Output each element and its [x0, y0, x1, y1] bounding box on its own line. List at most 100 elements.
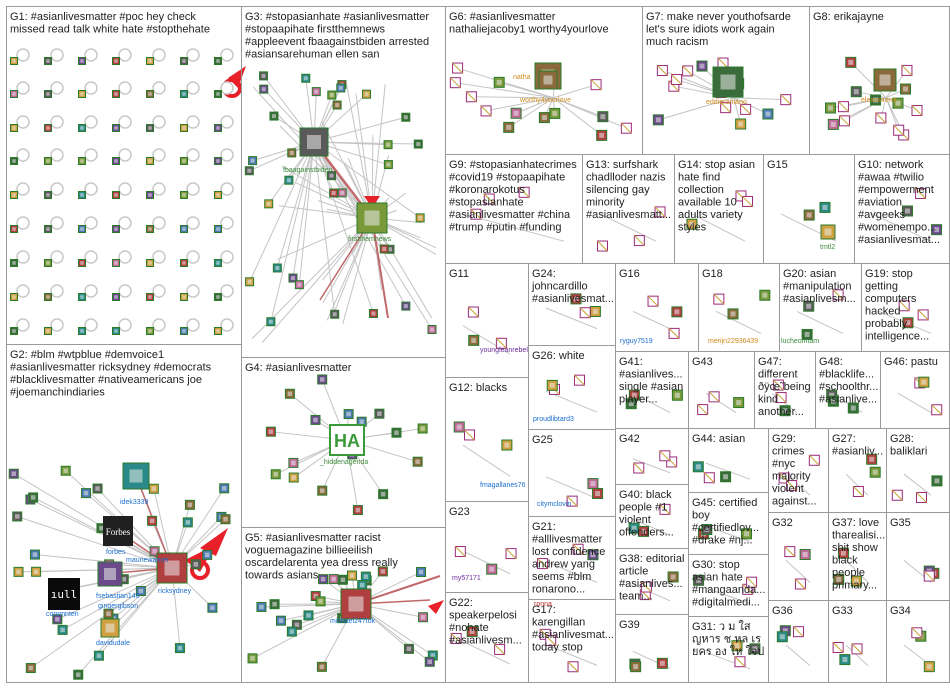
vertex-avatar — [468, 334, 480, 346]
vertex-avatar — [701, 524, 713, 536]
vertex-avatar — [374, 408, 385, 419]
self-loop-vertex — [220, 216, 234, 230]
edge — [545, 561, 598, 583]
vertex-avatar — [180, 259, 188, 267]
group-title-line: seems #blm — [532, 571, 591, 583]
vertex-avatar — [146, 191, 154, 199]
vertex-avatar — [264, 199, 274, 209]
group-title-line: styles — [678, 222, 707, 234]
group-title-line: chadlloder nazis — [586, 172, 666, 184]
group-title-line: #blacklife... — [819, 369, 874, 381]
self-loop-vertex — [118, 250, 132, 264]
vertex-avatar — [762, 108, 774, 120]
group-title-line: G23 — [449, 506, 470, 518]
group-title-g8: G8: erikajayne — [813, 11, 884, 23]
vertex-avatar — [590, 79, 602, 91]
group-title-line: #digitalmedi... — [692, 597, 760, 609]
edge — [298, 141, 315, 285]
group-title-line: G1: #asianlivesmatter #poc hey check — [10, 11, 196, 23]
vertex-avatar — [146, 157, 154, 165]
group-title-line: team... — [619, 591, 653, 603]
vertex-avatar — [327, 90, 337, 100]
group-title-g12: G12: blacks — [449, 382, 508, 394]
vertex-avatar — [682, 65, 694, 77]
vertex-ricksydney — [156, 552, 188, 584]
vertex-labels-layer: fbaagainstbidenfirstthemnews_hiddenagend… — [46, 74, 897, 647]
vertex-avatar — [44, 124, 52, 132]
group-title-line: people #1 — [619, 502, 667, 514]
vertex-label-firstthemnews: firstthemnews — [348, 236, 392, 243]
self-loop-vertex — [152, 284, 166, 298]
group-title-g31: G31: ว ม ใสญหาร ช หล เรยคร อง ให ใจป — [692, 620, 764, 658]
group-title-line: another... — [758, 406, 804, 418]
group-title-line: G12: blacks — [449, 382, 508, 394]
edge — [658, 97, 734, 121]
vertex-avatar — [776, 631, 788, 643]
group-title-line: kind — [758, 394, 778, 406]
vertex-avatar — [592, 487, 604, 499]
vertex-avatar — [503, 121, 515, 133]
vertex-avatar — [78, 293, 86, 301]
group-title-line: #alllivesmatter — [532, 534, 603, 546]
vertex-avatar — [10, 327, 18, 335]
vertex-avatar — [207, 602, 218, 613]
group-title-line: G48: — [819, 356, 843, 368]
group-title-line: #asianlivesm... — [449, 635, 522, 647]
vertex-avatar — [180, 225, 188, 233]
vertex-avatar — [44, 191, 52, 199]
vertex-avatar — [587, 478, 599, 490]
edge — [903, 473, 932, 496]
group-title-line: G37: love — [832, 517, 879, 529]
vertex-avatar — [638, 525, 650, 537]
vertex-avatar — [572, 543, 584, 555]
self-loop-vertex — [220, 81, 234, 95]
group-title-line: nathaliejacoby1 worthy4yourlove — [449, 24, 609, 36]
vertex-avatar — [742, 195, 754, 207]
group-title-line: getting — [865, 281, 898, 293]
self-loop-vertex — [152, 250, 166, 264]
vertex-avatar — [328, 574, 339, 585]
vertex-avatar — [265, 426, 276, 437]
vertex-avatar — [656, 657, 668, 669]
vertex-avatar — [493, 76, 505, 88]
group-title-line: G13: surfshark — [586, 159, 659, 171]
group-title-line: oscardelarenta yea dress really — [245, 557, 398, 569]
self-loop-vertex — [186, 81, 200, 95]
group-title-line: G39 — [619, 619, 640, 631]
vertex-avatar — [214, 327, 222, 335]
group-title-line: johncardillo — [531, 281, 588, 293]
vertex-avatar — [259, 71, 269, 81]
group-title-line: article — [619, 566, 648, 578]
self-loop-vertex — [50, 115, 64, 129]
group-title-line: minority — [586, 197, 625, 209]
vertex-avatar — [837, 547, 849, 559]
group-title-line: G3: #stopasianhate #asianlivesmatter — [245, 11, 429, 23]
group-title-line: shit show — [832, 542, 878, 554]
vertex-avatar — [286, 626, 297, 637]
vertex-label-lucheonham: lucheonham — [781, 338, 819, 345]
vertex-avatar — [214, 124, 222, 132]
vertex-avatar — [686, 218, 698, 230]
edge — [313, 116, 406, 143]
vertex-avatar — [327, 171, 337, 181]
vertex-avatar — [413, 139, 423, 149]
vertex-avatar — [10, 259, 18, 267]
group-title-line: available 10 — [678, 197, 737, 209]
vertex-avatar — [316, 661, 327, 672]
group-title-line: G29: — [772, 433, 796, 445]
group-title-line: #empowerment — [858, 184, 934, 196]
vertex-avatar — [416, 567, 427, 578]
vertex-label-my57171: my57171 — [452, 575, 481, 582]
edge — [462, 444, 511, 477]
group-title-line: #trump #putin #funding — [449, 222, 562, 234]
self-loop-vertex — [220, 148, 234, 162]
self-loop-vertex — [220, 284, 234, 298]
vertex-avatar — [343, 409, 354, 420]
vertex-avatar — [792, 626, 804, 638]
forbes-logo-text: Forbes — [106, 527, 131, 537]
edge — [292, 141, 315, 279]
